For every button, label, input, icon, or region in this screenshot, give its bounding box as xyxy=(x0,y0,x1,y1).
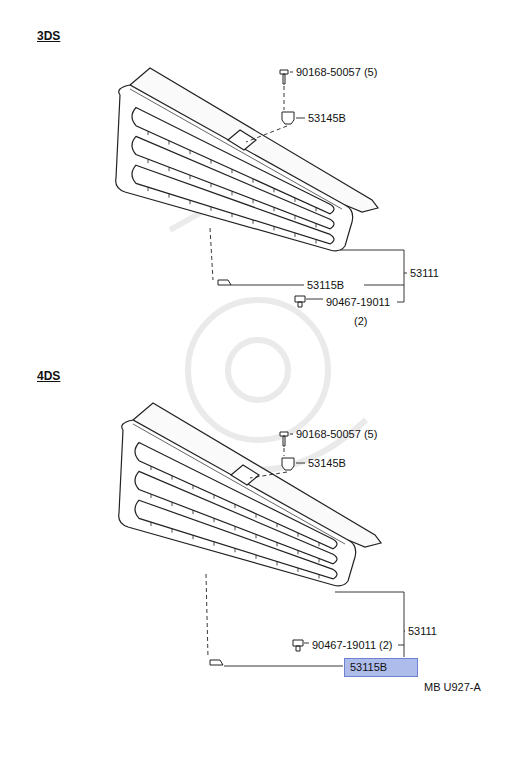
part-number: 90467-19011 (2) xyxy=(312,639,393,652)
section-label: 3DS xyxy=(37,30,60,43)
quantity-label: (2) xyxy=(354,315,367,328)
part-number: 53145B xyxy=(308,112,346,125)
part-number: 90168-50057 (5) xyxy=(296,428,377,441)
part-number: 53115B xyxy=(307,279,344,292)
highlighted-part-box: 53115B xyxy=(344,658,418,677)
figure-code: MB U927-A xyxy=(424,681,481,694)
part-number: 53115B xyxy=(350,661,417,674)
part-number: 90168-50057 (5) xyxy=(296,66,377,79)
part-number: 53111 xyxy=(408,625,437,638)
part-number: 53145B xyxy=(308,457,346,470)
part-number: 53111 xyxy=(410,267,439,280)
section-label: 4DS xyxy=(37,370,60,383)
part-number: 90467-19011 xyxy=(326,296,390,309)
